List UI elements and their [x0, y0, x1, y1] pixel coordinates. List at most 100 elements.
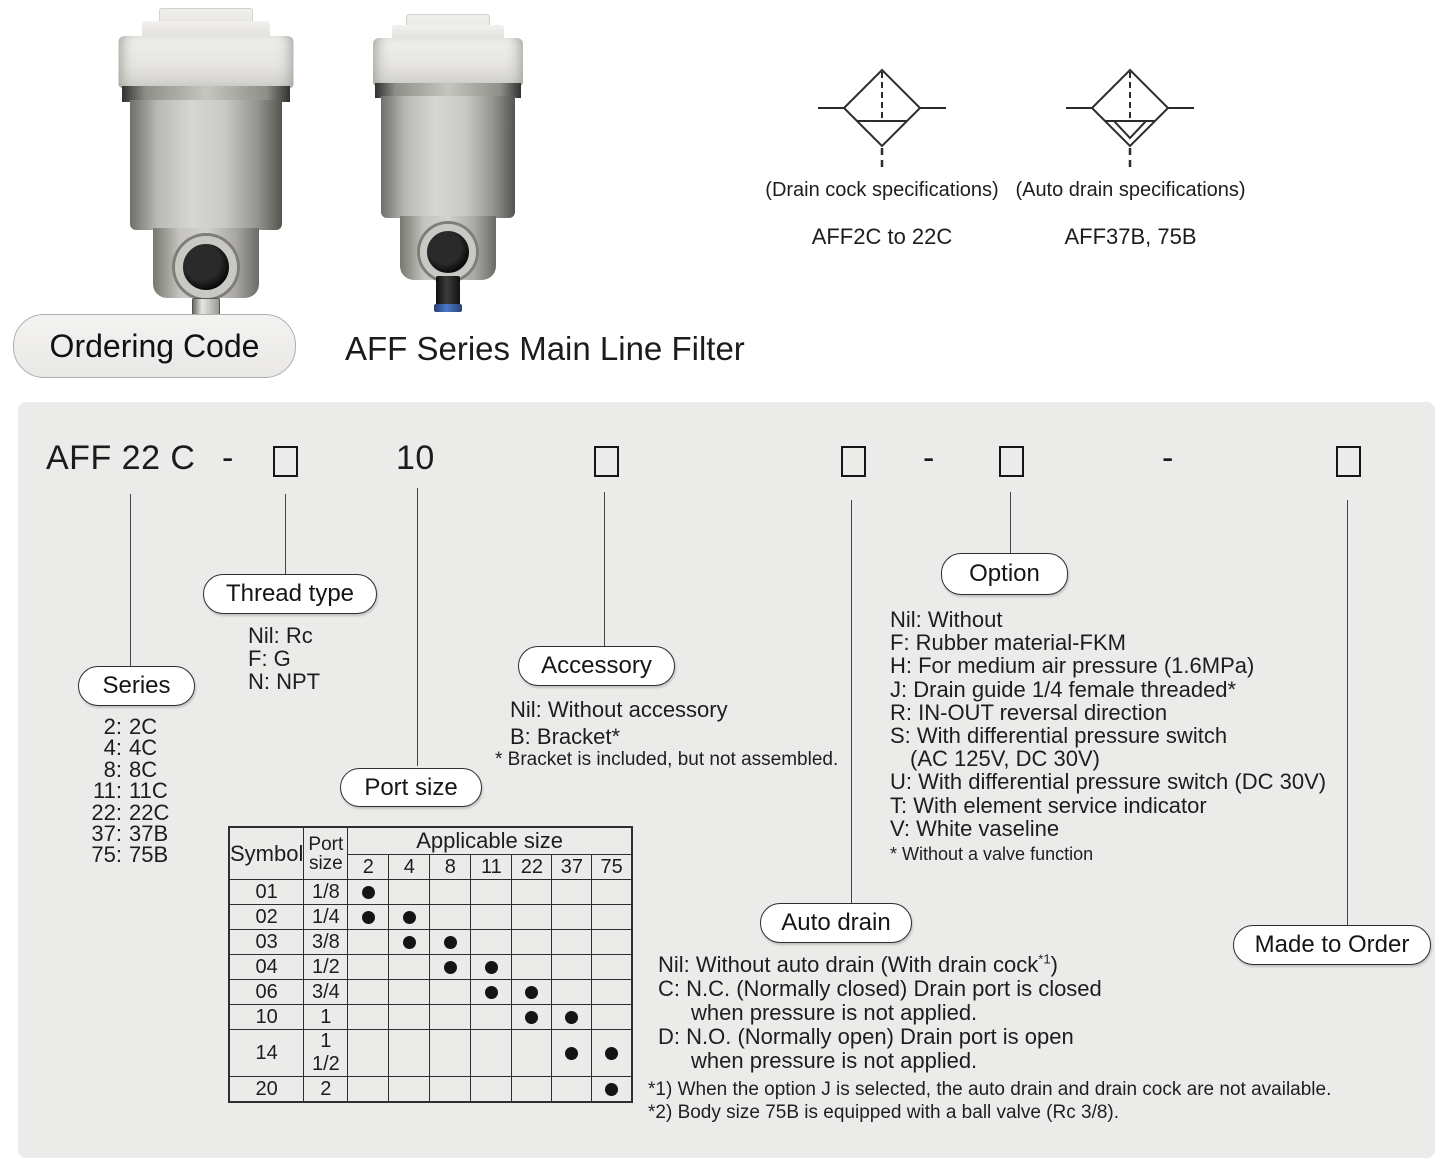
applicable-cell [591, 954, 633, 980]
applicable-cell [429, 929, 472, 955]
applicable-cell [347, 979, 390, 1005]
applicable-cell [511, 979, 553, 1005]
auto-drain-connector-line [851, 500, 852, 903]
symbol-cell: 20 [228, 1076, 305, 1103]
filter-collar [121, 86, 290, 102]
series-item: 37:37B [91, 821, 169, 847]
applicable-cell [551, 879, 593, 905]
auto-drain-list: Nil: Without auto drain (With drain cock… [658, 953, 1102, 1073]
applicable-cell [429, 904, 472, 930]
code-prefix: AFF 22 C [46, 439, 196, 477]
option-item: T: With element service indicator [890, 792, 1207, 818]
applicable-dot [484, 960, 498, 974]
option-connector-line [1010, 492, 1011, 553]
drain-cock-caption: (Drain cock specifications) [765, 179, 999, 201]
port-size-bubble: Port size [340, 768, 482, 807]
applicable-cell [591, 1076, 633, 1103]
series-item: 4:4C [103, 735, 158, 761]
code-box-auto-drain [841, 446, 866, 477]
applicable-cell [511, 929, 553, 955]
applicable-cell [429, 1004, 472, 1030]
thread-type-item: N: NPT [248, 669, 321, 694]
applicable-cell [429, 1076, 472, 1103]
applicable-cell [591, 979, 633, 1005]
auto-drain-item: Nil: Without auto drain (With drain cock… [658, 951, 1058, 977]
thread-type-connector-line [285, 494, 286, 574]
code-dash-3: - [1162, 439, 1174, 477]
port-cell: 2 [303, 1076, 349, 1103]
port-cell: 1 1/2 [303, 1029, 349, 1077]
accessory-bubble: Accessory [518, 646, 675, 686]
option-item: J: Drain guide 1/4 female threaded* [890, 676, 1237, 702]
applicable-cell [388, 954, 431, 980]
port-cell: 1/2 [303, 954, 349, 980]
made-to-order-connector-line [1347, 500, 1348, 925]
option-item: H: For medium air pressure (1.6MPa) [890, 653, 1255, 679]
thread-type-item: Nil: Rc [248, 623, 313, 648]
auto-drain-item: when pressure is not applied. [691, 1000, 978, 1025]
applicable-cell [347, 879, 390, 905]
option-item: Nil: Without [890, 607, 1003, 632]
applicable-dot [443, 960, 457, 974]
applicable-cell [388, 1004, 431, 1030]
applicable-dot [525, 1010, 539, 1024]
applicable-dot [361, 885, 375, 899]
table-size-header: 4 [388, 854, 431, 880]
code-dash-1: - [222, 439, 234, 477]
filter-bowl [129, 100, 282, 230]
code-box-option [999, 446, 1024, 477]
series-item: 8:8C [103, 756, 158, 782]
series-connector-line [130, 494, 131, 666]
applicable-cell [429, 979, 472, 1005]
table-header-applicable-size: Applicable size [347, 826, 633, 855]
applicable-cell [511, 1076, 553, 1103]
option-item: V: White vaseline [890, 815, 1060, 841]
filter-collar [375, 83, 521, 98]
applicable-cell [470, 1029, 513, 1077]
symbol-cell: 14 [228, 1029, 305, 1077]
table-size-header: 75 [591, 854, 633, 880]
option-footnote: * Without a valve function [890, 844, 1094, 864]
page-title: AFF Series Main Line Filter [345, 330, 745, 367]
applicable-cell [511, 879, 553, 905]
code-box-made-to-order [1336, 446, 1361, 477]
ordering-code-panel: AFF 22 C - 10 - - Thread type Series Por… [18, 402, 1435, 1158]
option-item: R: IN-OUT reversal direction [890, 699, 1168, 725]
table-header-port-size: Port size [303, 826, 349, 880]
applicable-dot [565, 1046, 579, 1060]
table-size-header: 8 [429, 854, 472, 880]
made-to-order-bubble: Made to Order [1233, 925, 1431, 965]
applicable-cell [388, 879, 431, 905]
applicable-cell [551, 929, 593, 955]
auto-drain-caption: (Auto drain specifications) [1015, 179, 1246, 201]
applicable-cell [347, 1076, 390, 1103]
applicable-cell [591, 879, 633, 905]
filter-port-hole [420, 224, 476, 280]
port-cell: 1/4 [303, 904, 349, 930]
applicable-cell [591, 1004, 633, 1030]
applicable-cell [551, 979, 593, 1005]
filter-port-hole [174, 236, 237, 298]
auto-drain-fitting [434, 276, 462, 312]
auto-drain-item: C: N.C. (Normally closed) Drain port is … [658, 976, 1102, 1001]
symbol-cell: 02 [228, 904, 305, 930]
filter-photo-auto-drain [372, 12, 524, 322]
table-header-symbol: Symbol [228, 826, 305, 880]
applicable-cell [347, 1004, 390, 1030]
applicable-cell [591, 929, 633, 955]
code-box-thread-type [273, 446, 298, 477]
symbol-cell: 03 [228, 929, 305, 955]
code-port-size-value: 10 [396, 439, 435, 477]
applicable-cell [591, 1029, 633, 1077]
code-box-accessory [594, 446, 619, 477]
applicable-cell [470, 979, 513, 1005]
applicable-dot [565, 1010, 579, 1024]
applicable-cell [470, 879, 513, 905]
